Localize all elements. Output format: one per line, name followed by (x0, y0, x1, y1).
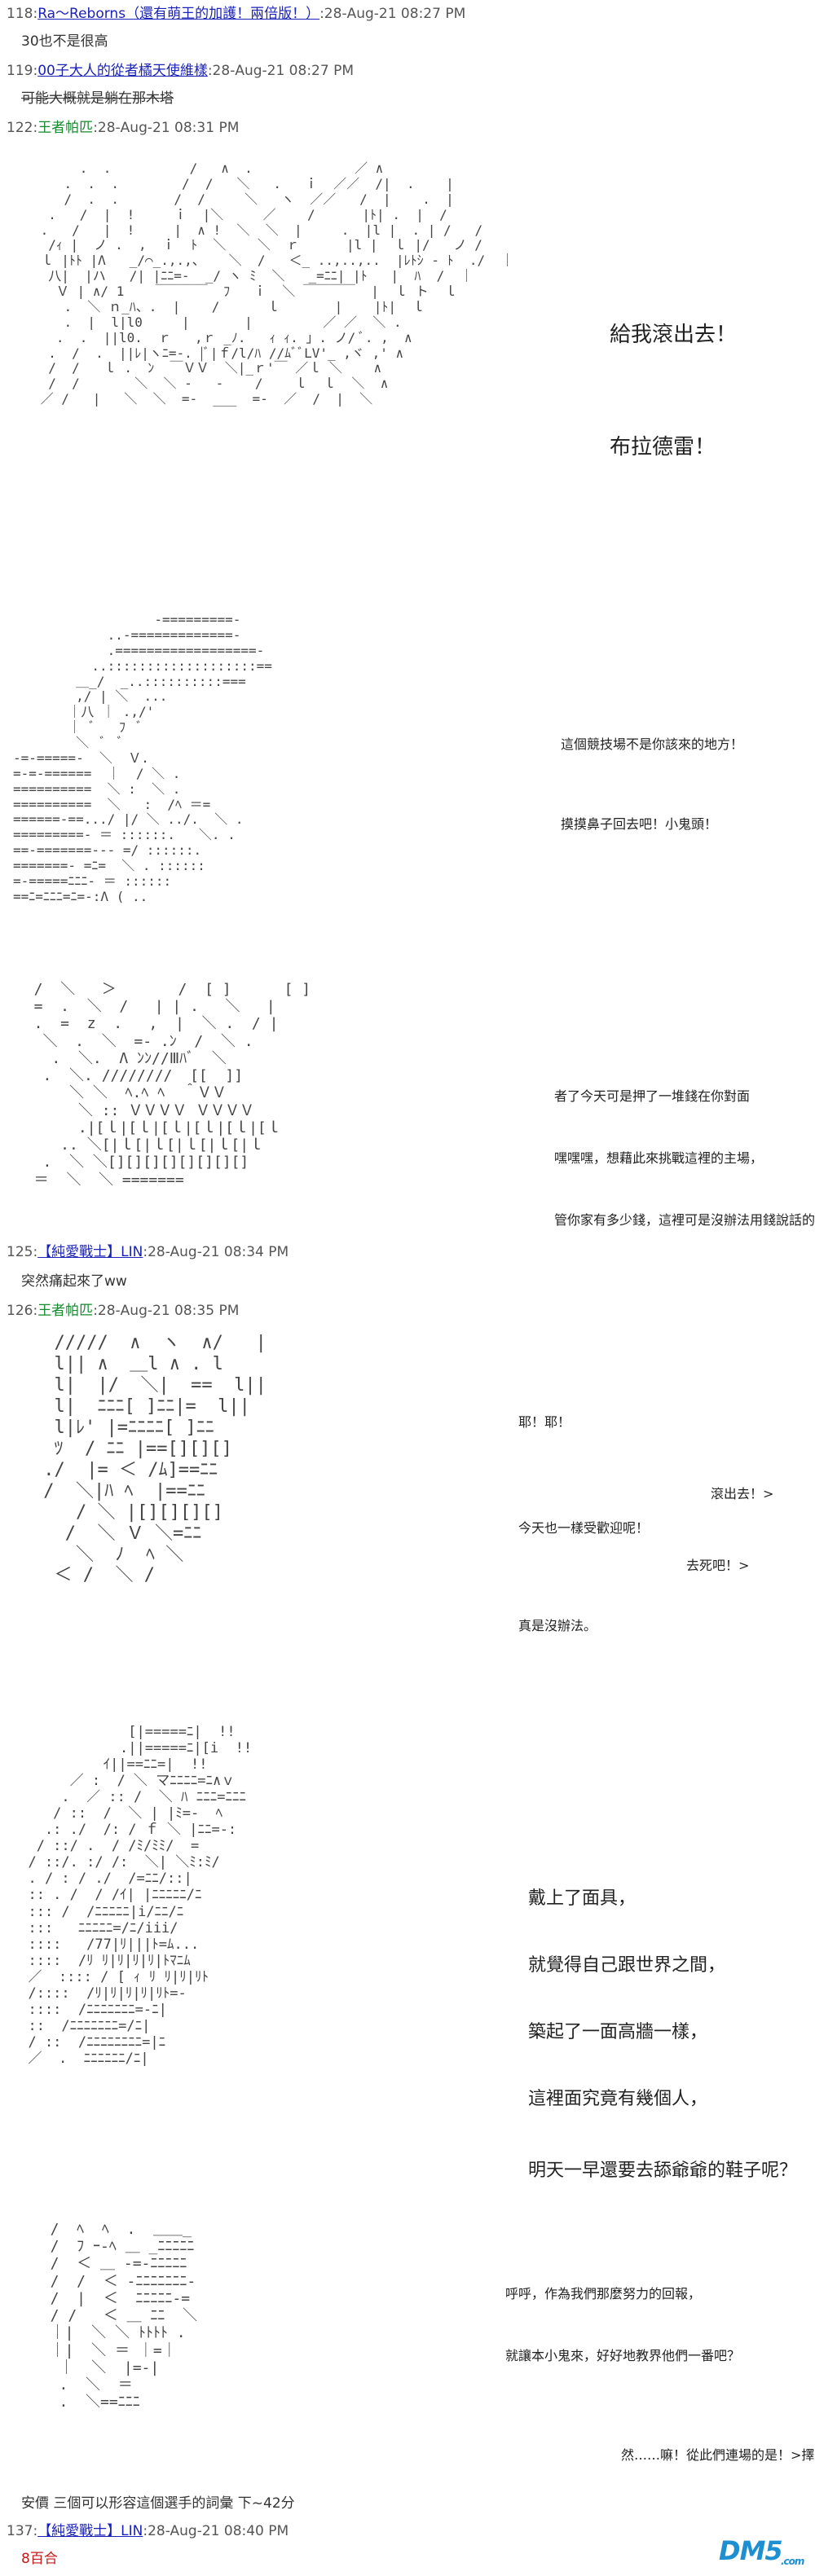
site-logo-icon: DM5 .com (719, 2535, 805, 2567)
dialogue-line: 滾出去！> (711, 1486, 774, 1501)
dialogue-line: 這個競技場不是你該來的地方！ (561, 736, 744, 752)
post-timestamp: :28-Aug-21 08:35 PM (93, 1303, 240, 1319)
dialogue-line: 耶！耶！ (518, 1414, 571, 1430)
post-author-link[interactable]: 王者帕匹 (37, 1303, 94, 1319)
dialogue-line: 真是沒辦法。 (518, 1618, 597, 1633)
dialogue-line: 然……嘛！從此們連場的是！>擇子 (621, 2447, 815, 2463)
post-number: 137: (7, 2523, 38, 2539)
post-number: 125: (7, 1244, 38, 1260)
dialogue-line: 摸摸鼻子回去吧！小鬼頭！ (561, 816, 718, 832)
dialogue-line: 就覺得自己跟世界之間， (528, 1955, 726, 1976)
post-header: 137:【純愛戰士】LIN:28-Aug-21 08:40 PM (7, 2519, 289, 2539)
post-author-link[interactable]: 王者帕匹 (37, 120, 94, 136)
post-header: 118:Ra～Reborns（還有萌王的加護！兩倍版！）:28-Aug-21 0… (7, 2, 465, 22)
post-number: 126: (7, 1303, 38, 1319)
dialogue-line: 這裡面究竟有幾個人， (528, 2089, 708, 2109)
dialogue-line: 去死吧！> (686, 1558, 750, 1573)
dialogue-line: 布拉德雷！ (610, 435, 716, 459)
post-number: 118: (7, 6, 38, 22)
ascii-art-scene-3: / ＼ ＞ / [ ] [ ] = . ＼ / | | . ＼ | . = z … (33, 981, 311, 1189)
post-body: 可能大概就是躺在那木塔 (21, 90, 174, 107)
post-body: 8百合 (21, 2551, 58, 2567)
dialogue-line: 嘿嘿嘿，想藉此來挑戰這裡的主場， (554, 1150, 764, 1166)
post-body: 30也不是很高 (21, 33, 108, 50)
post-timestamp: :28-Aug-21 08:34 PM (143, 1244, 289, 1260)
ascii-art-scene-2: -=========- ..-=============- .=========… (13, 612, 272, 904)
ascii-art-scene-6: / ﾍ ﾍ . ＿＿_ / ﾌ ｰ-ﾍ ＿ _ﾆﾆﾆﾆﾆ / ＜ ＿ -=-ﾆﾆ… (50, 2221, 198, 2411)
post-header: 125:【純愛戰士】LIN:28-Aug-21 08:34 PM (7, 1240, 289, 1260)
dialogue-line: 今天也一樣受歡迎呢！ (518, 1520, 650, 1536)
dialogue-line: 戴上了面具， (528, 1888, 637, 1909)
dialogue-line: 管你家有多少錢，這裡可是沒辦法用錢說話的喔？ (554, 1212, 815, 1228)
post-author-link[interactable]: Ra～Reborns（還有萌王的加護！兩倍版！） (37, 6, 320, 22)
dialogue-line: 明天一早還要去舔爺爺的鞋子呢？ (528, 2161, 798, 2181)
post-timestamp: :28-Aug-21 08:27 PM (207, 63, 355, 79)
post-header: 119:00子大人的從者橘天使維樣:28-Aug-21 08:27 PM (7, 59, 354, 79)
post-body: 突然痛起來了ww (21, 1273, 127, 1290)
post-header: 126:王者帕匹:28-Aug-21 08:35 PM (7, 1299, 239, 1319)
post-timestamp: :28-Aug-21 08:31 PM (93, 120, 240, 136)
post-author-link[interactable]: 【純愛戰士】LIN (37, 2523, 143, 2539)
post-number: 119: (7, 63, 38, 79)
ascii-art-scene-4: ///// ∧ ヽ ∧/ | l|| ∧ ＿l ∧ . l l| |/ ＼| =… (43, 1333, 267, 1586)
dialogue-line: 築起了一面高牆一樣， (528, 2022, 708, 2042)
post-number: 122: (7, 120, 38, 136)
ascii-art-scene-1: . . / ∧ . ／ ∧ . . . / / ＼ . ｉ ／／ /| . | … (40, 160, 514, 407)
post-header: 122:王者帕匹:28-Aug-21 08:31 PM (7, 116, 239, 136)
post-timestamp: :28-Aug-21 08:40 PM (143, 2523, 289, 2539)
post-author-link[interactable]: 【純愛戰士】LIN (37, 1244, 143, 1260)
svg-text:DM5: DM5 (719, 2535, 782, 2566)
dialogue-line: 就讓本小鬼來，好好地教界他們一番吧？ (505, 2348, 741, 2363)
ascii-art-scene-5: [|=====ﾆ| !! .||=====ﾆ|[i !! ｲ||==ﾆﾆ=| !… (28, 1724, 253, 2067)
site-logo: DM5 .com (717, 2532, 807, 2569)
post-timestamp: :28-Aug-21 08:27 PM (319, 6, 466, 22)
post-author-link[interactable]: 00子大人的從者橘天使維樣 (37, 63, 208, 79)
dialogue-line: 呼呼，作為我們那麼努力的回報， (505, 2286, 702, 2301)
dialogue-line: 給我滾出去！ (610, 323, 738, 347)
dialogue-line: 者了今天可是押了一堆錢在你對面 (554, 1088, 751, 1104)
interlude-text: 安價 三個可以形容這個選手的詞彙 下~42分 (21, 2495, 295, 2512)
svg-text:.com: .com (781, 2556, 804, 2567)
